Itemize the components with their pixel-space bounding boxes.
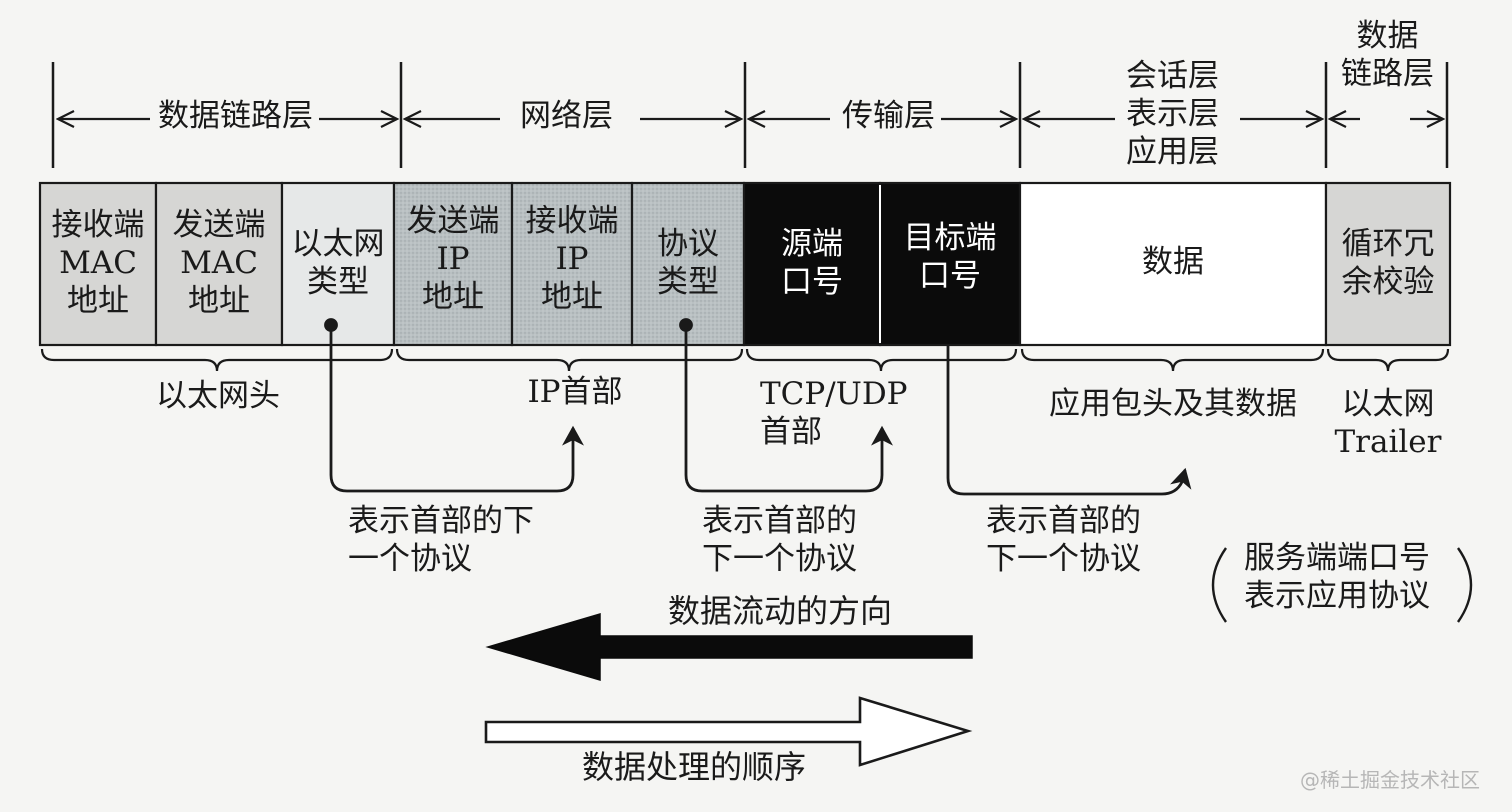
brace-app-data (1020, 348, 1325, 372)
connector-eth-type-to-ip (329, 325, 584, 493)
data-flow-arrow (485, 612, 973, 682)
brace-label-app-data: 应用包头及其数据 (1049, 386, 1297, 422)
field-src-ip: 发送端 IP 地址 (406, 203, 500, 315)
header-braces (40, 348, 1450, 372)
field-box-dst-mac (38, 181, 158, 347)
brace-tcp-udp-header (745, 348, 1018, 372)
layer-label-datalink-left: 数据链路层 (152, 98, 319, 136)
field-box-src-port (742, 181, 882, 347)
flow-label-data-flow: 数据流动的方向 (668, 592, 893, 630)
note-next-protocol-3: 表示首部的 下一个协议 (986, 503, 1141, 577)
brace-label-ip-header: IP首部 (527, 374, 623, 410)
field-src-port: 源端 口号 (781, 226, 843, 300)
connector-proto-type-to-tcp (684, 325, 893, 493)
brace-ip-header (395, 348, 744, 372)
field-dst-port: 目标端 口号 (903, 220, 997, 294)
processing-order-arrow (484, 696, 973, 767)
field-box-proto-type (630, 181, 746, 347)
layer-label-datalink-right: 数据 链路层 (1341, 18, 1434, 92)
flow-arrows (484, 612, 973, 767)
layer-label-transport: 传输层 (836, 98, 941, 136)
watermark: @稀土掘金技术社区 (1300, 768, 1480, 792)
field-box-eth-type (280, 181, 396, 347)
field-src-mac: 发送端 MAC 地址 (172, 207, 266, 319)
field-eth-type: 以太网 类型 (291, 226, 385, 300)
brace-label-eth-trailer: 以太网 Trailer (1334, 386, 1442, 460)
layer-boundaries (51, 62, 1449, 168)
left-paren (1211, 547, 1227, 623)
brace-eth-trailer (1326, 348, 1450, 372)
field-dst-mac: 接收端 MAC 地址 (51, 207, 145, 319)
flow-label-processing-order: 数据处理的顺序 (582, 748, 807, 786)
field-box-src-ip (392, 181, 514, 347)
field-proto-type: 协议 类型 (657, 226, 719, 300)
next-protocol-connectors (324, 318, 1192, 496)
layer-label-upper: 会话层 表示层 应用层 (1120, 58, 1225, 172)
brace-label-tcp-udp-header: TCP/UDP 首部 (760, 376, 908, 450)
note-next-protocol-2: 表示首部的 下一个协议 (702, 503, 857, 577)
field-data: 数据 (1142, 244, 1204, 280)
field-dst-ip: 接收端 IP 地址 (525, 203, 619, 315)
note-server-port: 服务端端口号 表示应用协议 (1244, 540, 1430, 614)
note-parentheses (1211, 547, 1473, 623)
field-box-data (1018, 181, 1328, 347)
brace-eth-header (40, 348, 394, 372)
field-box-dst-port (878, 181, 1022, 347)
note-next-protocol-1: 表示首部的下 一个协议 (348, 503, 534, 577)
connector-dst-port-to-app (946, 345, 1192, 496)
brace-label-eth-header: 以太网头 (156, 378, 280, 414)
field-box-dst-ip (510, 181, 634, 347)
field-box-src-mac (154, 181, 284, 347)
layer-label-network: 网络层 (514, 98, 619, 136)
packet-fields (38, 181, 1452, 347)
field-box-crc (1324, 181, 1452, 347)
field-crc: 循环冗 余校验 (1341, 226, 1435, 300)
right-paren (1457, 547, 1473, 623)
